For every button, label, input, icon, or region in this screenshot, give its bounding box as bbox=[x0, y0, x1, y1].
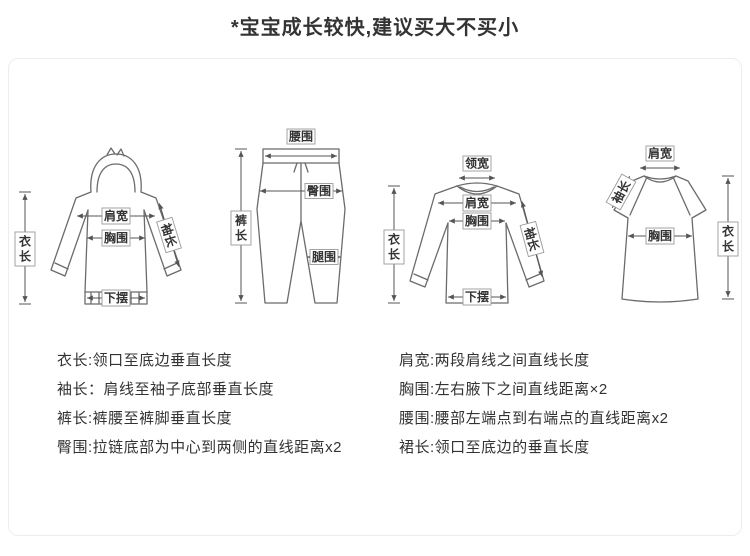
hoodie-shoulder-label: 肩宽 bbox=[103, 208, 127, 223]
dress-sleeve-measure: 袖长 bbox=[605, 173, 636, 211]
shirt-shoulder-measure: 肩宽 bbox=[437, 194, 516, 212]
hoodie-length-label-2: 长 bbox=[18, 249, 31, 264]
dress-length-measure: 衣 长 bbox=[717, 175, 738, 300]
hoodie-chest-measure: 胸围 bbox=[86, 229, 145, 247]
dress-length-label-2: 长 bbox=[721, 239, 734, 254]
dress-diagram: 肩宽 袖长 胸围 衣 长 bbox=[605, 146, 738, 303]
pants-outline bbox=[255, 148, 346, 304]
shirt-length-label-2: 长 bbox=[387, 247, 400, 262]
shirt-collar-label: 领宽 bbox=[464, 156, 488, 171]
definition-waist: 腰围:腰部左端点到右端点的直线距离x2 bbox=[399, 410, 669, 427]
definition-sleeve-length: 袖长：肩线至袖子底部垂直长度 bbox=[57, 381, 275, 398]
pants-diagram: 腰围 臀围 腿围 裤 长 bbox=[230, 129, 346, 304]
hoodie-shoulder-measure: 肩宽 bbox=[76, 207, 155, 225]
pants-waist-measure: 腰围 bbox=[264, 129, 337, 159]
pants-thigh-label: 腿围 bbox=[311, 249, 335, 264]
hoodie-length-label: 衣 bbox=[18, 234, 30, 249]
dress-chest-measure: 胸围 bbox=[627, 227, 692, 245]
shirt-collar-measure: 领宽 bbox=[458, 156, 495, 181]
shirt-shoulder-label: 肩宽 bbox=[464, 195, 488, 210]
shirt-diagram: 领宽 肩宽 胸围 下摆 bbox=[383, 156, 545, 306]
definition-hip: 臀围:拉链底部为中心到两侧的直线距离x2 bbox=[57, 439, 343, 456]
definition-chest: 胸围:左右腋下之间直线距离×2 bbox=[399, 381, 608, 398]
dress-shoulder-label: 肩宽 bbox=[647, 146, 671, 161]
shirt-chest-label: 胸围 bbox=[464, 213, 488, 228]
definition-skirt-length: 裙长:领口至底边的垂直长度 bbox=[399, 439, 590, 456]
pants-length-label-2: 长 bbox=[234, 228, 247, 243]
hoodie-hem-label: 下摆 bbox=[103, 290, 127, 305]
pants-thigh-measure: 腿围 bbox=[306, 249, 341, 265]
shirt-length-measure: 衣 长 bbox=[383, 185, 404, 304]
pants-waist-label: 腰围 bbox=[287, 129, 312, 144]
hoodie-length-measure: 衣 长 bbox=[14, 191, 35, 305]
shirt-chest-measure: 胸围 bbox=[448, 212, 505, 230]
garment-diagrams: 衣 长 肩宽 胸围 下摆 bbox=[9, 59, 741, 307]
dress-shoulder-measure: 肩宽 bbox=[639, 146, 680, 171]
definitions-right-column: 肩宽:两段肩线之间直线长度 胸围:左右腋下之间直线距离×2 腰围:腰部左端点到右… bbox=[399, 346, 741, 462]
dress-length-label: 衣 bbox=[721, 224, 733, 239]
shirt-sleeve-label: 袖长 bbox=[521, 225, 542, 253]
hoodie-sleeve-label: 袖长 bbox=[158, 221, 180, 249]
shirt-hem-label: 下摆 bbox=[464, 289, 488, 304]
definitions-left-column: 衣长:领口至底边垂直长度 袖长：肩线至袖子底部垂直长度 裤长:裤腰至裤脚垂直长度… bbox=[57, 346, 399, 462]
pants-length-label: 裤 bbox=[234, 213, 246, 228]
dress-chest-label: 胸围 bbox=[647, 228, 671, 243]
dress-outline bbox=[612, 175, 707, 303]
definition-shoulder: 肩宽:两段肩线之间直线长度 bbox=[399, 352, 590, 369]
definition-pants-length: 裤长:裤腰至裤脚垂直长度 bbox=[57, 410, 233, 427]
hoodie-diagram: 衣 长 肩宽 胸围 下摆 bbox=[14, 147, 182, 307]
hoodie-sleeve-measure: 袖长 bbox=[155, 203, 182, 267]
hoodie-chest-label: 胸围 bbox=[103, 230, 127, 245]
pants-hip-measure: 臀围 bbox=[259, 183, 342, 199]
definition-garment-length: 衣长:领口至底边垂直长度 bbox=[57, 352, 233, 369]
shirt-hem-measure: 下摆 bbox=[447, 288, 506, 306]
measurement-definitions: 衣长:领口至底边垂直长度 袖长：肩线至袖子底部垂直长度 裤长:裤腰至裤脚垂直长度… bbox=[9, 346, 741, 462]
shirt-length-label: 衣 bbox=[387, 232, 399, 247]
pants-length-measure: 裤 长 bbox=[230, 148, 251, 304]
page-title: *宝宝成长较快,建议买大不买小 bbox=[230, 17, 520, 39]
pants-hip-label: 臀围 bbox=[306, 183, 330, 198]
size-guide-card: 衣 长 肩宽 胸围 下摆 bbox=[8, 58, 742, 536]
hoodie-hem-measure: 下摆 bbox=[86, 289, 145, 307]
shirt-sleeve-measure: 袖长 bbox=[519, 201, 544, 277]
